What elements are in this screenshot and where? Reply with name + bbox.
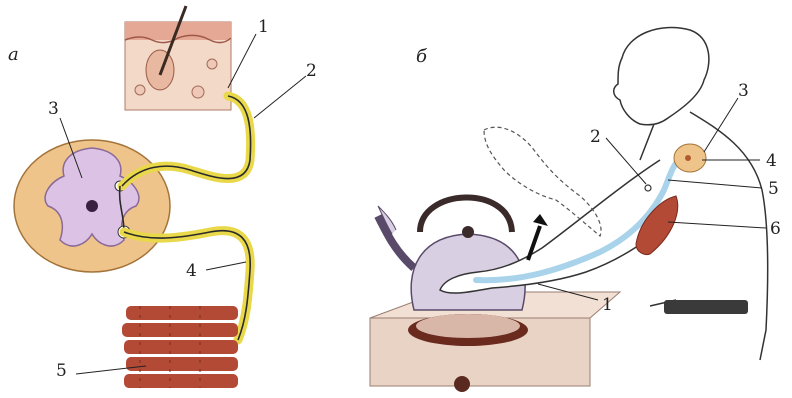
label-a-5: 5 <box>56 361 67 381</box>
arrow-up-icon <box>533 214 548 226</box>
belt <box>664 300 748 314</box>
label-b-4: 4 <box>766 151 777 171</box>
label-b-3: 3 <box>738 81 749 101</box>
spinal-cord <box>14 140 170 272</box>
panel-a: а <box>8 6 317 388</box>
label-b-2: 2 <box>590 127 601 147</box>
panel-b: б <box>370 28 781 392</box>
label-a-2: 2 <box>306 61 317 81</box>
central-canal <box>86 200 98 212</box>
skin-section <box>125 6 232 110</box>
muscle-block <box>122 306 238 388</box>
panel-a-letter: а <box>8 44 19 65</box>
label-b-5: 5 <box>768 179 779 199</box>
label-a-1: 1 <box>258 17 269 37</box>
panel-b-letter: б <box>416 46 428 67</box>
head <box>614 28 709 125</box>
knob-icon <box>454 376 470 392</box>
label-b-1: 1 <box>602 295 613 315</box>
label-a-4: 4 <box>186 261 197 281</box>
label-a-3: 3 <box>48 99 59 119</box>
label-b-6: 6 <box>770 219 781 239</box>
